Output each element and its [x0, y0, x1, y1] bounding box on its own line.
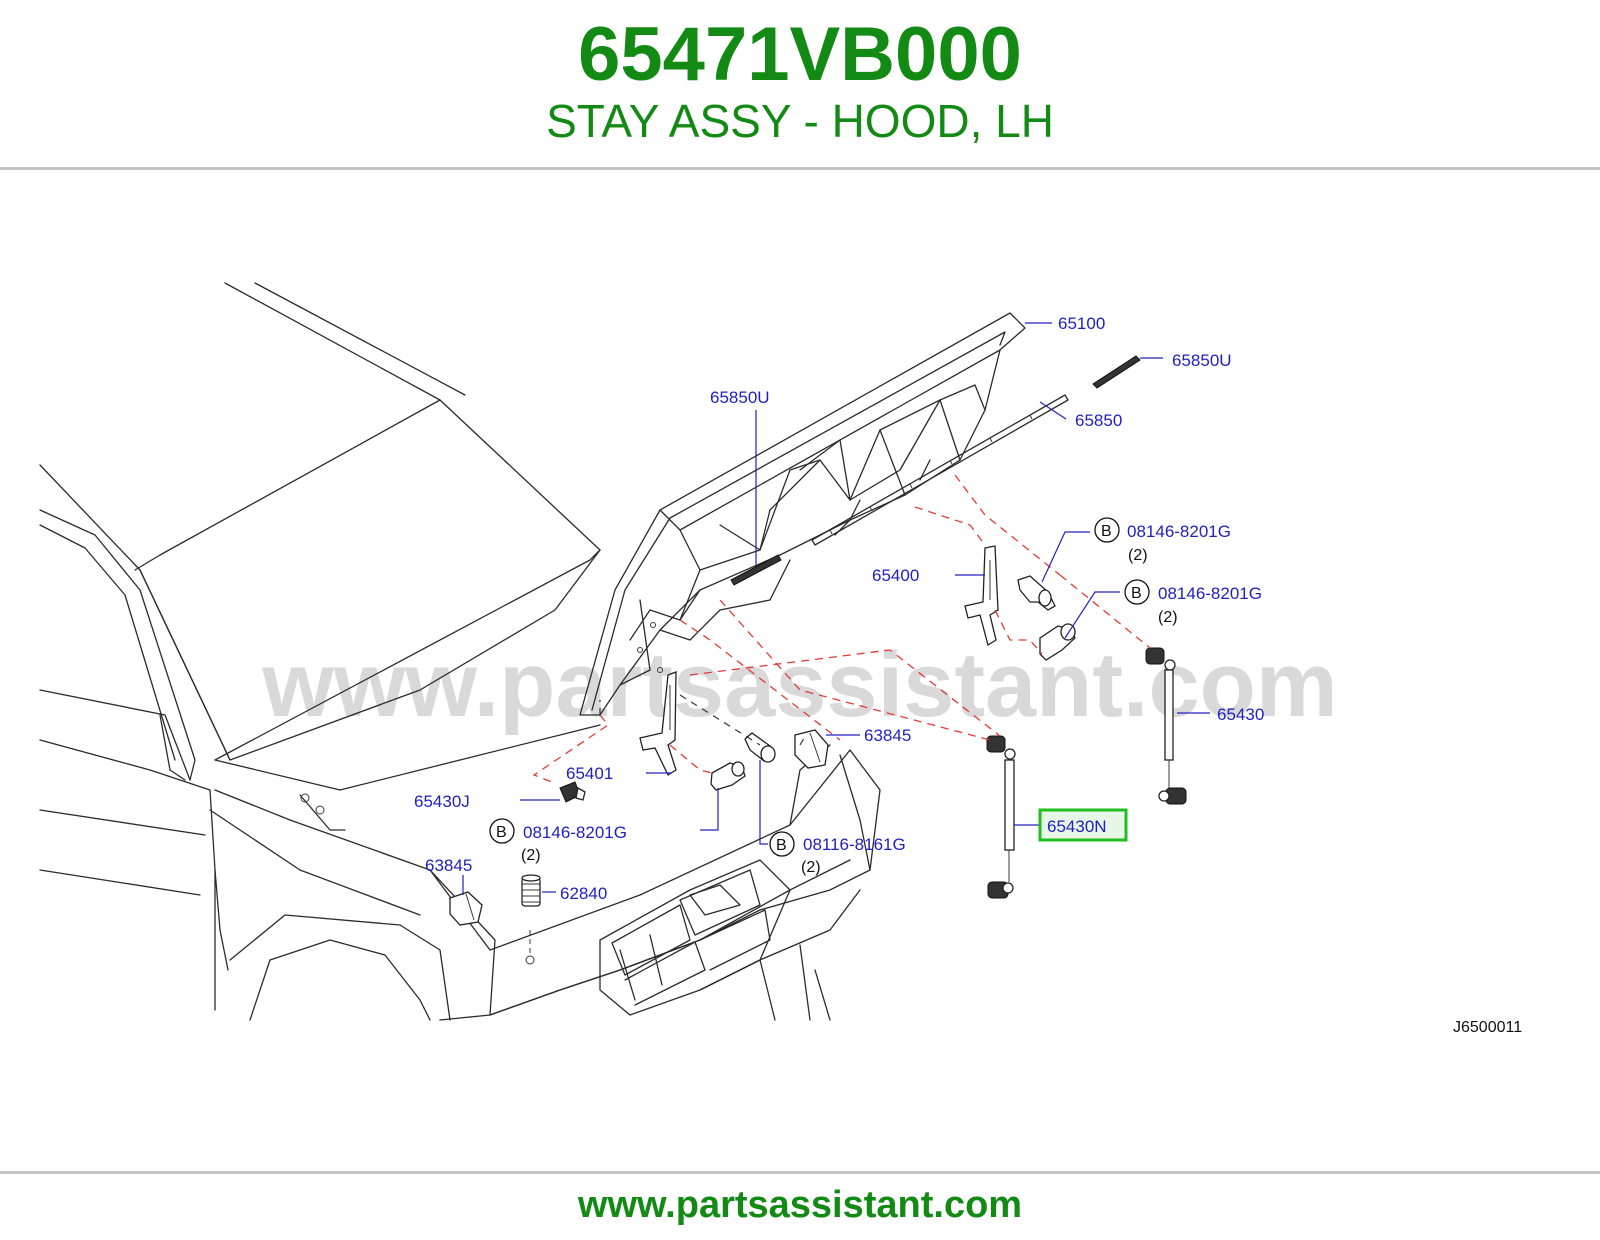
- label-65430n: 65430N: [1047, 817, 1107, 836]
- bolt-b4: [744, 732, 776, 763]
- hood-hinge-65400: [964, 545, 999, 647]
- bolt-b1: [1017, 575, 1056, 611]
- assembly-dashed-lines: [532, 474, 1151, 783]
- vehicle-body-drawing: [39, 282, 881, 1021]
- label-63845-left[interactable]: 63845: [425, 856, 472, 875]
- bolt-b3: [710, 761, 746, 791]
- parts-diagram: 65100 65850U 65850U 65850 B 08146-8201G …: [39, 282, 1522, 1036]
- bolt-callout-2[interactable]: B 08146-8201G (2): [1124, 579, 1262, 626]
- bolt-marker: B: [1131, 585, 1142, 602]
- leader-lines: [462, 322, 1210, 895]
- page-header: 65471VB000 STAY ASSY - HOOD, LH: [0, 0, 1600, 168]
- hood-hinge-65401: [639, 671, 677, 776]
- label-b4-qty: (2): [801, 859, 821, 876]
- label-65400[interactable]: 65400: [872, 566, 919, 585]
- label-b3-code: 08146-8201G: [523, 823, 627, 842]
- label-65850u-right[interactable]: 65850U: [1172, 351, 1232, 370]
- label-65430j[interactable]: 65430J: [414, 792, 470, 811]
- label-b4-code: 08116-8161G: [803, 835, 906, 854]
- part-number-title: 65471VB000: [578, 12, 1022, 97]
- label-65430[interactable]: 65430: [1217, 705, 1264, 724]
- hood-stay-65430n: [986, 735, 1016, 899]
- bolt-marker: B: [1101, 523, 1112, 540]
- label-65401[interactable]: 65401: [566, 764, 613, 783]
- highlight-box: [1038, 808, 1128, 842]
- seal-strip-65850u-right: [1092, 355, 1141, 389]
- footer-website-link[interactable]: www.partsassistant.com: [577, 1184, 1023, 1226]
- diagram-reference-code: J6500011: [1453, 1019, 1522, 1036]
- label-65100[interactable]: 65100: [1058, 314, 1105, 333]
- part-description: STAY ASSY - HOOD, LH: [546, 95, 1054, 147]
- label-63845-right[interactable]: 63845: [864, 726, 911, 745]
- bolt-callout-3[interactable]: B 08146-8201G (2): [489, 818, 627, 864]
- seal-strip-65850u-center: [730, 554, 782, 586]
- highlighted-part-65430n[interactable]: 65430N: [1038, 808, 1128, 842]
- label-b2-code: 08146-8201G: [1158, 584, 1262, 603]
- hood-panel-65100: [579, 312, 1026, 716]
- bolt-marker: B: [776, 837, 787, 854]
- hood-bumper-63845-right: [794, 729, 829, 769]
- bolt-marker: B: [496, 824, 507, 841]
- hood-bumper-63845-left: [449, 891, 483, 926]
- hood-buffer-62840: [521, 874, 541, 907]
- bolt-callout-1[interactable]: B 08146-8201G (2): [1094, 517, 1231, 564]
- label-b1-qty: (2): [1128, 547, 1148, 564]
- rubber-strip-65850: [811, 394, 1069, 546]
- footer-divider: [0, 1171, 1600, 1174]
- bolt-callout-4[interactable]: B 08116-8161G (2): [769, 831, 906, 876]
- label-b1-code: 08146-8201G: [1127, 522, 1231, 541]
- header-divider: [0, 167, 1600, 170]
- label-65850[interactable]: 65850: [1075, 411, 1122, 430]
- label-b3-qty: (2): [521, 847, 541, 864]
- gas-stay-parts: [559, 647, 1187, 899]
- ball-stud-65430j: [559, 781, 586, 803]
- part-labels: 65100 65850U 65850U 65850 B 08146-8201G …: [414, 314, 1522, 1036]
- label-b2-qty: (2): [1158, 609, 1178, 626]
- hood-hinge-parts: [639, 545, 999, 776]
- label-62840[interactable]: 62840: [560, 884, 607, 903]
- bolt-b2: [1039, 623, 1076, 661]
- hood-strip-parts: [730, 355, 1141, 586]
- label-65850u-left[interactable]: 65850U: [710, 388, 770, 407]
- hood-stay-65430: [1145, 647, 1187, 805]
- bolt-parts: [710, 575, 1076, 791]
